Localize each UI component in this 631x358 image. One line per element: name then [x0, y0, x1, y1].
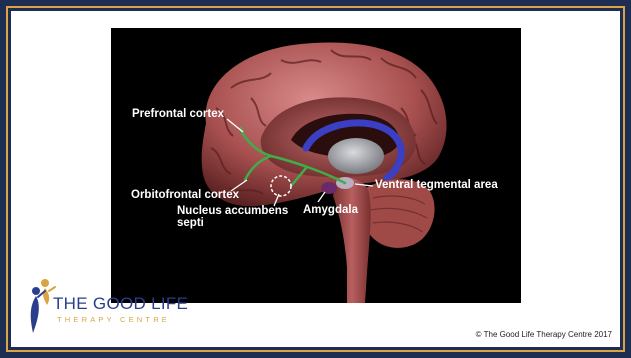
logo-title: THE GOOD LIFE — [53, 294, 188, 314]
label-ventral-tegmental-area: Ventral tegmental area — [375, 179, 498, 191]
brain-illustration: Prefrontal cortex Orbitofrontal cortex N… — [111, 28, 521, 303]
slide: Prefrontal cortex Orbitofrontal cortex N… — [11, 11, 620, 347]
brainstem — [333, 178, 371, 303]
thalamus — [328, 138, 384, 174]
brain-diagram — [111, 28, 521, 303]
logo-subtitle: THERAPY CENTRE — [57, 315, 170, 324]
label-prefrontal-cortex: Prefrontal cortex — [132, 108, 224, 120]
amygdala — [321, 182, 337, 194]
copyright-text: © The Good Life Therapy Centre 2017 — [476, 330, 612, 339]
company-logo: THE GOOD LIFE THERAPY CENTRE — [27, 277, 227, 339]
label-amygdala: Amygdala — [303, 204, 358, 216]
label-orbitofrontal-cortex: Orbitofrontal cortex — [131, 189, 239, 201]
label-nucleus-accumbens: Nucleus accumbens — [177, 205, 288, 217]
label-nucleus-accumbens-septi: septi — [177, 217, 204, 229]
